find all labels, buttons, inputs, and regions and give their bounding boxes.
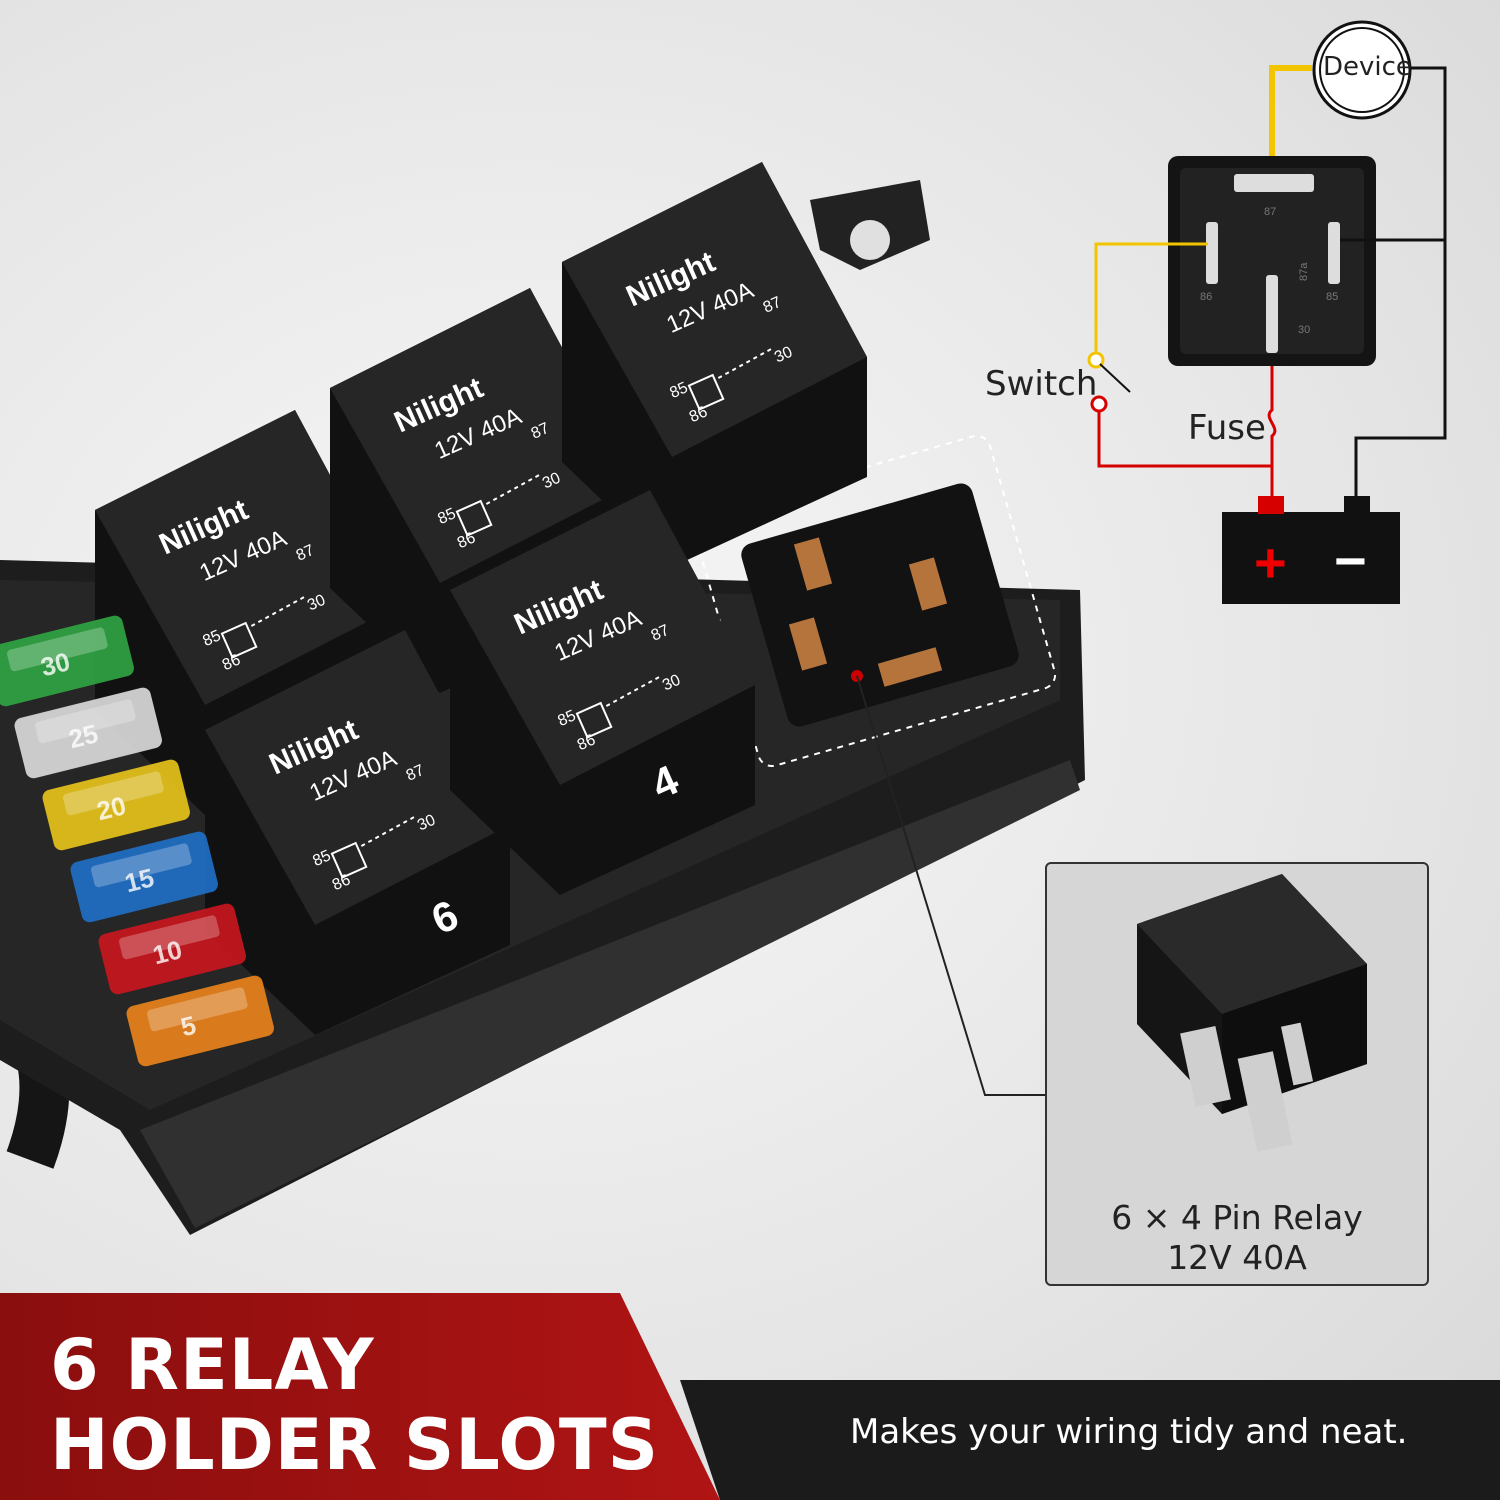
fuse-value: 15	[122, 862, 157, 898]
wire-87-yellow	[1269, 65, 1312, 180]
relay-coil-symbol	[455, 499, 493, 537]
pointer-line	[856, 675, 1046, 1096]
blade-fuse[interactable]: 20	[41, 758, 192, 852]
relay-pin-label: 30	[540, 470, 563, 493]
single-relay-image	[1137, 874, 1367, 1152]
banner-title-line1: 6 RELAY	[50, 1324, 375, 1406]
battery	[1222, 512, 1400, 604]
relay-coil-symbol	[575, 701, 613, 739]
switch-contact	[1087, 351, 1105, 369]
relay-coil-symbol	[687, 373, 725, 411]
switch-lever	[1099, 363, 1131, 393]
battery-plus: +	[1254, 531, 1287, 594]
relay-pin-label: 86	[687, 403, 710, 426]
mounting-hole	[850, 220, 890, 260]
socket-pin	[877, 647, 943, 687]
fuse-value: 25	[66, 718, 101, 754]
fuse-value: 10	[150, 934, 185, 970]
svg-text:86: 86	[1200, 291, 1212, 303]
blade-fuse[interactable]: 10	[97, 902, 248, 996]
fuse-value: 20	[94, 790, 129, 826]
relay-pin-label: 87	[404, 762, 427, 785]
relay-pin-label: 86	[220, 651, 243, 674]
relay-coil-symbol	[330, 841, 368, 879]
device-label: Device	[1323, 52, 1412, 82]
svg-text:87: 87	[1264, 206, 1276, 218]
switch-label: Switch	[985, 364, 1098, 404]
pin-86	[1206, 222, 1218, 284]
fuse-value: 5	[178, 1010, 199, 1043]
socket-pin	[793, 537, 833, 591]
relay-inset-panel: 6 × 4 Pin Relay 12V 40A	[1045, 862, 1429, 1286]
device-symbol	[1312, 20, 1412, 120]
relay-pin-label: 30	[660, 672, 683, 695]
relay-switch-symbol	[717, 348, 772, 379]
blade-fuse[interactable]: 5	[125, 974, 276, 1068]
relay-switch-symbol	[485, 474, 540, 505]
relay-switch-symbol	[250, 596, 305, 627]
relay-pin	[1180, 1026, 1231, 1107]
wire-86-yellow	[1094, 242, 1208, 355]
relay-pin-label: 85	[555, 707, 578, 730]
relay-pin-label: 30	[772, 344, 795, 367]
relay-pin-label: 86	[455, 529, 478, 552]
relay-pin-label: 87	[294, 542, 317, 565]
relay-pin-label: 85	[667, 379, 690, 402]
relay-pin-label: 86	[575, 731, 598, 754]
blade-fuse[interactable]: 25	[13, 686, 164, 780]
banner-title-line2: HOLDER SLOTS	[50, 1404, 660, 1486]
relay-coil-symbol	[220, 621, 258, 659]
relay-pin-label: 87	[529, 420, 552, 443]
svg-text:85: 85	[1326, 291, 1338, 303]
pin-87	[1234, 174, 1314, 192]
wire-switch-red	[1097, 411, 1272, 468]
relay-pin-label: 30	[415, 812, 438, 835]
relay-pin-label: 85	[435, 505, 458, 528]
socket-pin	[788, 617, 828, 671]
wire-ground	[1354, 66, 1447, 500]
relay-switch-symbol	[605, 676, 660, 707]
relay-pin-label: 85	[310, 847, 333, 870]
banner-red-block	[0, 1293, 720, 1500]
relay-pin-label: 30	[305, 592, 328, 615]
blade-fuse[interactable]: 15	[69, 830, 220, 924]
svg-text:87a: 87a	[1298, 262, 1310, 281]
svg-text:30: 30	[1298, 324, 1310, 336]
relay-pin-label: 86	[330, 871, 353, 894]
banner-dark-strip	[680, 1380, 1500, 1500]
banner-subtitle: Makes your wiring tidy and neat.	[850, 1412, 1408, 1452]
battery-minus: −	[1334, 529, 1367, 592]
wire-30-fuse-red	[1267, 366, 1277, 505]
relay-pin-label: 87	[761, 294, 784, 317]
relay-pin-label: 87	[649, 622, 672, 645]
pin-85	[1328, 222, 1340, 284]
relay-pin	[1237, 1051, 1293, 1152]
banner-title: 6 RELAY HOLDER SLOTS	[50, 1325, 659, 1485]
socket-pin	[908, 557, 948, 611]
relay-switch-symbol	[360, 816, 415, 847]
inset-caption-line2: 12V 40A	[1167, 1238, 1307, 1277]
fuse-value: 30	[38, 646, 73, 682]
relay-pin-label: 85	[200, 627, 223, 650]
blade-fuse[interactable]: 30	[0, 614, 136, 708]
pin-30	[1266, 275, 1278, 353]
relay-pin	[1280, 1022, 1314, 1086]
fuse-label: Fuse	[1188, 408, 1266, 448]
inset-caption-line1: 6 × 4 Pin Relay	[1111, 1198, 1363, 1237]
